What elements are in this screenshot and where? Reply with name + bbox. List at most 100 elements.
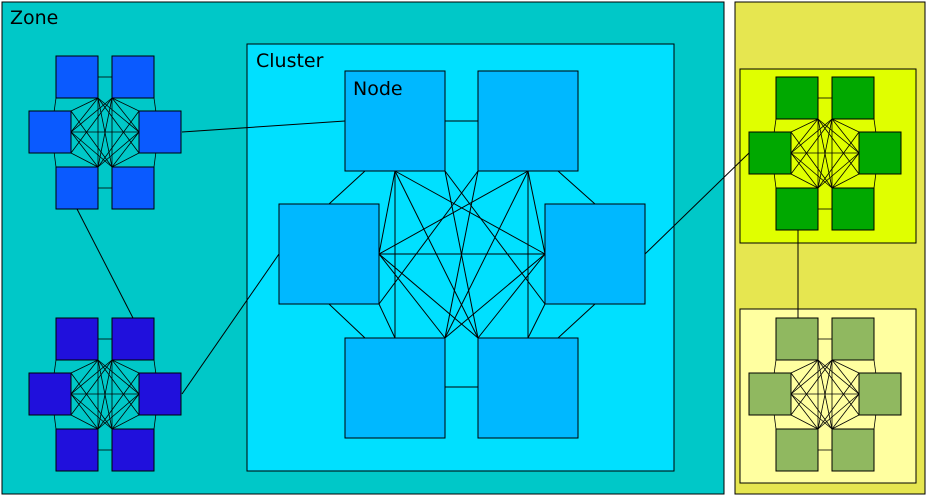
- blue-group-link: [70, 97, 113, 133]
- main-cluster-link: [328, 303, 366, 339]
- green-group-links: [773, 97, 877, 210]
- blue-group-link: [97, 131, 140, 168]
- green-group-link: [817, 152, 860, 189]
- main-cluster-link: [477, 253, 546, 339]
- green-group-node: [831, 187, 875, 231]
- blue-group-link: [153, 97, 157, 112]
- olive-group-link: [773, 359, 777, 374]
- olive-group-link: [817, 393, 860, 430]
- main-cluster-link: [527, 170, 546, 255]
- indigo-node-group: [28, 317, 182, 472]
- green-group-node: [748, 131, 792, 175]
- olive-group-link: [831, 359, 860, 395]
- blue-group-links: [53, 76, 157, 189]
- olive-group-link: [873, 359, 877, 374]
- blue-group-link: [53, 97, 57, 112]
- blue-group-node: [138, 110, 182, 154]
- green-group-link: [873, 118, 877, 133]
- blue-node-group: [28, 55, 182, 210]
- blue-group-node: [111, 166, 155, 210]
- green-group-link: [773, 173, 777, 189]
- link-right-node-to-green: [644, 152, 750, 255]
- indigo-group-link: [111, 414, 140, 430]
- indigo-group-link: [70, 359, 99, 374]
- olive-group-link: [790, 414, 819, 430]
- blue-group-link: [111, 131, 140, 168]
- cluster-node: [477, 337, 579, 439]
- indigo-group-link: [153, 359, 157, 374]
- main-cluster-link: [527, 303, 546, 339]
- olive-group-node: [831, 317, 875, 361]
- main-cluster-mesh: [328, 120, 596, 388]
- olive-group-link: [790, 359, 833, 416]
- main-cluster-link: [378, 170, 479, 305]
- indigo-group-link: [70, 359, 99, 395]
- indigo-group-node: [55, 428, 99, 472]
- inter-group-links: [76, 120, 799, 395]
- main-cluster-link: [378, 170, 396, 255]
- blue-group-link: [97, 97, 113, 168]
- green-group-link: [831, 118, 860, 154]
- green-group-link: [817, 131, 860, 189]
- indigo-group-link: [153, 414, 157, 430]
- green-group-link: [773, 118, 777, 133]
- green-group-link: [790, 173, 819, 189]
- link-blue-to-indigo: [76, 208, 134, 319]
- cluster-node: [477, 70, 579, 172]
- node-label: Node: [353, 78, 403, 100]
- main-cluster-nodes: [278, 70, 646, 439]
- indigo-group-link: [70, 414, 99, 430]
- indigo-group-link: [111, 393, 140, 430]
- main-cluster-link: [444, 253, 546, 339]
- indigo-group-node: [138, 372, 182, 416]
- olive-group-link: [790, 359, 819, 374]
- green-group-link: [831, 118, 860, 133]
- main-cluster-link: [328, 170, 366, 205]
- olive-group-node: [748, 372, 792, 416]
- indigo-group-node: [28, 372, 72, 416]
- indigo-group-link: [70, 393, 99, 430]
- green-group-link: [790, 152, 819, 189]
- blue-group-link: [153, 152, 157, 168]
- cluster-node: [278, 203, 380, 305]
- blue-group-node: [111, 55, 155, 99]
- blue-group-link: [70, 152, 99, 168]
- main-cluster-link: [378, 253, 446, 339]
- main-cluster-link: [444, 170, 479, 339]
- indigo-group-links: [53, 338, 157, 451]
- olive-node-group: [748, 317, 902, 472]
- olive-group-link: [790, 393, 819, 430]
- blue-group-link: [70, 97, 99, 133]
- indigo-group-link: [97, 393, 140, 430]
- olive-group-link: [831, 359, 860, 374]
- blue-group-link: [111, 152, 140, 168]
- olive-group-link: [790, 359, 833, 395]
- green-group-link: [817, 118, 833, 189]
- blue-group-link: [70, 97, 99, 112]
- green-group-link: [790, 118, 833, 154]
- green-group-link: [831, 173, 860, 189]
- olive-group-links: [773, 338, 877, 451]
- indigo-group-node: [55, 317, 99, 361]
- indigo-group-link: [53, 414, 57, 430]
- olive-group-node: [831, 428, 875, 472]
- olive-group-link: [831, 393, 860, 430]
- green-group-link: [790, 118, 833, 175]
- cluster-node: [544, 203, 646, 305]
- blue-group-link: [70, 131, 99, 168]
- olive-group-link: [831, 414, 860, 430]
- olive-group-node: [775, 428, 819, 472]
- green-node-group: [748, 76, 902, 231]
- blue-group-node: [28, 110, 72, 154]
- green-group-node: [775, 76, 819, 120]
- indigo-group-node: [111, 428, 155, 472]
- zone-label: Zone: [10, 7, 58, 29]
- green-group-link: [790, 118, 819, 133]
- indigo-group-link: [70, 359, 113, 395]
- green-group-node: [831, 76, 875, 120]
- indigo-group-link: [97, 372, 140, 430]
- blue-group-link: [53, 152, 57, 168]
- olive-group-node: [858, 372, 902, 416]
